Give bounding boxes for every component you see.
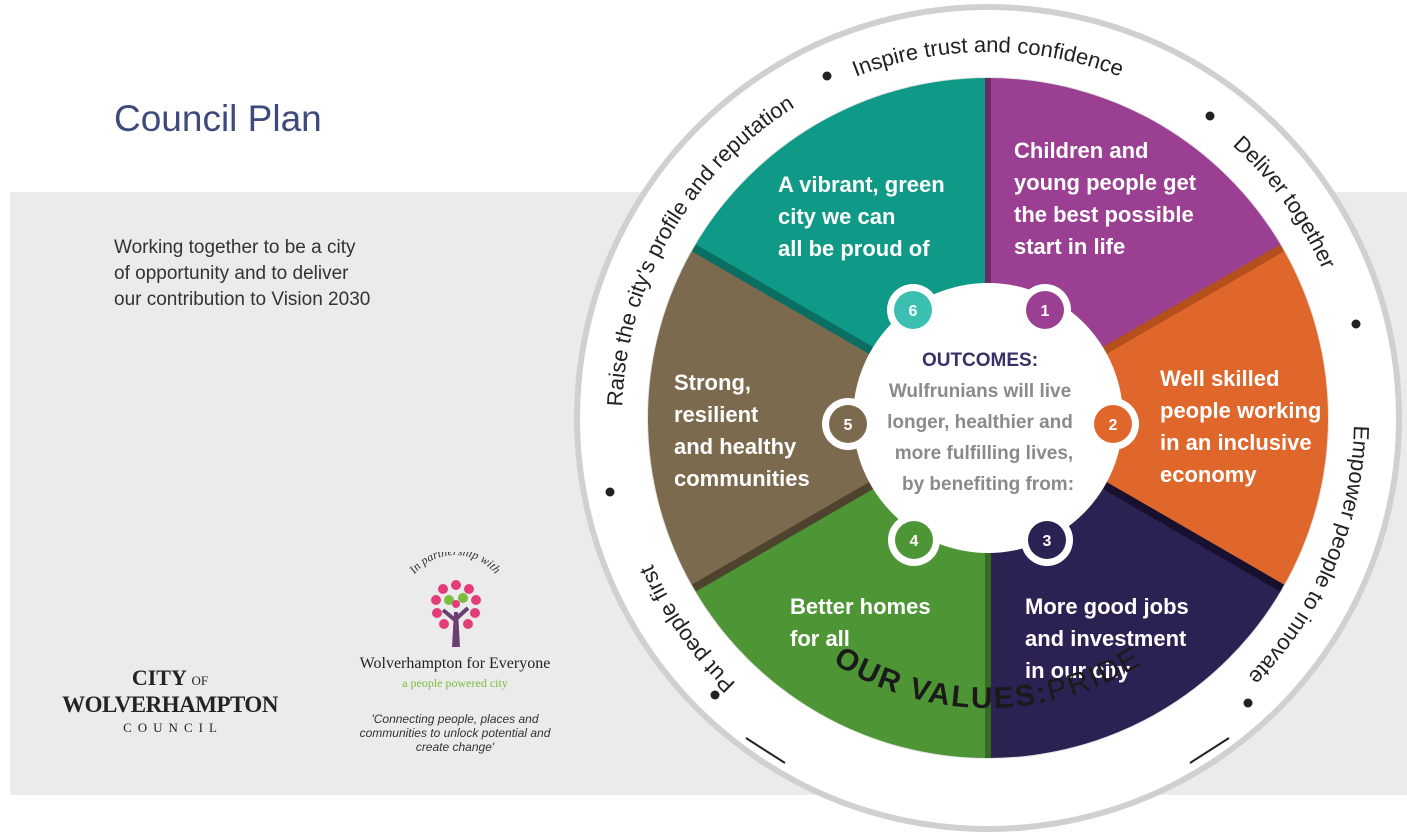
council-logo-name: WOLVERHAMPTON xyxy=(62,692,278,717)
badge-2: 2 xyxy=(1087,398,1139,450)
hub-line: by benefiting from: xyxy=(902,474,1074,495)
segment-line: all be proud of xyxy=(778,236,930,261)
hub xyxy=(853,283,1123,553)
intro-text: Working together to be a city of opportu… xyxy=(114,235,454,313)
segment-line: More good jobs xyxy=(1025,594,1189,619)
svg-text:2: 2 xyxy=(1109,417,1118,434)
intro-line: of opportunity and to deliver xyxy=(114,263,349,284)
segment-5-text: Strong, resilient and healthy communitie… xyxy=(674,370,810,491)
outcomes-wheel: 1 2 3 4 5 6 OUTCOMES: Wulfrunians will l… xyxy=(570,4,1402,832)
segment-1-text: Children and young people get the best p… xyxy=(1014,138,1197,259)
ring-dot xyxy=(710,690,720,700)
values-dash-right xyxy=(1189,737,1230,764)
segment-line: resilient xyxy=(674,402,759,427)
page-title: Council Plan xyxy=(114,98,322,139)
segment-line: Children and xyxy=(1014,138,1148,163)
hub-title: OUTCOMES: xyxy=(922,350,1038,371)
segment-line: city we can xyxy=(778,204,895,229)
council-logo-of: OF xyxy=(191,673,209,688)
segment-2 xyxy=(988,248,1329,588)
partnership-logo: In partnership with Wolverhampton for Ev… xyxy=(300,544,610,772)
hub-line: longer, healthier and xyxy=(887,412,1073,433)
partnership-name: Wolverhampton for Everyone xyxy=(359,655,551,672)
segment-line: Strong, xyxy=(674,370,751,395)
partnership-tagline: a people powered city xyxy=(402,676,508,690)
council-logo: CITY OF WOLVERHAMPTON COUNCIL xyxy=(45,667,295,738)
segment-line: and healthy xyxy=(674,434,797,459)
intro-line: our contribution to Vision 2030 xyxy=(114,289,371,310)
segment-line: people working xyxy=(1160,398,1321,423)
ring-dot xyxy=(1243,698,1253,708)
quote-line: 'Connecting people, places and xyxy=(371,712,539,726)
quote-line: create change' xyxy=(415,740,495,754)
badge-5: 5 xyxy=(822,398,874,450)
badge-6: 6 xyxy=(887,284,939,336)
partnership-arc-text: In partnership with xyxy=(406,544,504,577)
partnership-quote: 'Connecting people, places and communiti… xyxy=(300,712,610,754)
svg-text:5: 5 xyxy=(844,417,853,434)
segment-line: A vibrant, green xyxy=(778,172,945,197)
quote-line: communities to unlock potential and xyxy=(359,726,551,740)
segment-3-text: More good jobs and investment in our cit… xyxy=(1025,594,1189,683)
badge-4: 4 xyxy=(888,514,940,566)
hub-line: Wulfrunians will live xyxy=(889,381,1071,402)
council-logo-council: COUNCIL xyxy=(123,720,223,735)
segment-line: and investment xyxy=(1025,626,1187,651)
segment-line: communities xyxy=(674,466,810,491)
svg-text:1: 1 xyxy=(1041,303,1050,320)
segment-line: in an inclusive xyxy=(1160,430,1312,455)
ring-dot xyxy=(605,487,615,497)
svg-text:6: 6 xyxy=(909,303,918,320)
badge-1: 1 xyxy=(1019,284,1071,336)
svg-text:In partnership with: In partnership with xyxy=(406,552,504,577)
segment-line: in our city xyxy=(1025,658,1131,683)
hub-line: more fulfilling lives, xyxy=(895,443,1073,464)
segment-line: the best possible xyxy=(1014,202,1194,227)
badge-3: 3 xyxy=(1021,514,1073,566)
segment-4-text: Better homes for all xyxy=(790,594,931,651)
tree-icon: In partnership with xyxy=(406,544,504,647)
ring-dot xyxy=(1205,111,1215,121)
segment-line: Well skilled xyxy=(1160,366,1279,391)
segment-line: young people get xyxy=(1014,170,1197,195)
segment-line: start in life xyxy=(1014,234,1125,259)
segment-5 xyxy=(647,248,988,588)
segment-line: economy xyxy=(1160,462,1257,487)
segment-line: Better homes xyxy=(790,594,931,619)
segment-6-text: A vibrant, green city we can all be prou… xyxy=(778,172,945,261)
values-dash-left xyxy=(745,737,786,764)
segment-2-text: Well skilled people working in an inclus… xyxy=(1160,366,1321,487)
segment-line: for all xyxy=(790,626,850,651)
svg-text:4: 4 xyxy=(910,533,919,550)
intro-line: Working together to be a city xyxy=(114,237,356,258)
svg-text:3: 3 xyxy=(1043,533,1052,550)
council-logo-city: CITY xyxy=(131,665,187,690)
ring-dot xyxy=(822,71,832,81)
ring-dot xyxy=(1351,319,1361,329)
